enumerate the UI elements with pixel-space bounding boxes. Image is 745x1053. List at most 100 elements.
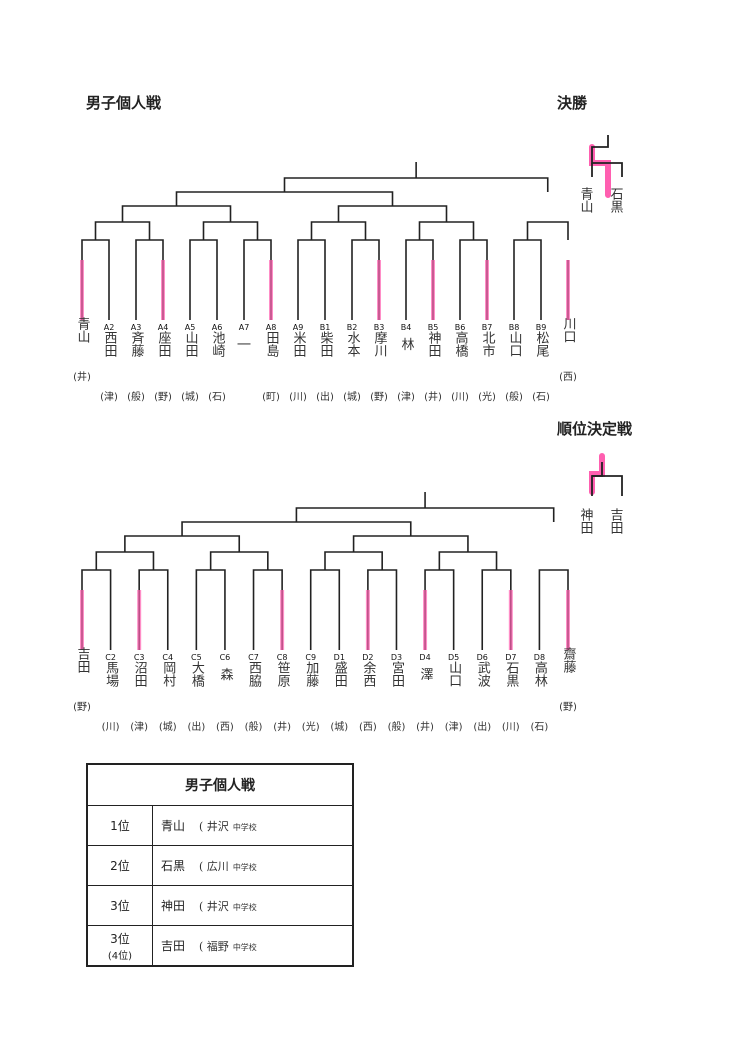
entry-code: B4 <box>401 323 412 332</box>
player-school: (川) <box>289 392 307 403</box>
player-name: 沼田 <box>132 661 148 687</box>
player-name: 林 <box>399 338 415 351</box>
player-name: 齋藤 <box>561 646 577 673</box>
player-school: (川) <box>451 392 469 403</box>
entry-code: A5 <box>185 323 196 332</box>
player-school: (石) <box>532 392 550 403</box>
result-suffix: 中学校 <box>232 943 257 952</box>
result-suffix: 中学校 <box>232 903 257 912</box>
player-name: 森 <box>217 668 233 681</box>
results-table: 男子個人戦 1位 青山( 井沢中学校 2位 石黒( 広川中学校 3位 神田( 井… <box>86 763 354 967</box>
final-left-name: 青山 <box>580 187 593 213</box>
entry-code: D2 <box>362 653 373 662</box>
entry-code: A8 <box>266 323 277 332</box>
bracket-connector <box>202 221 259 240</box>
bracket-connector <box>324 551 383 570</box>
player-school: (城) <box>330 721 348 733</box>
player-name: 摩川 <box>372 330 388 357</box>
entry-code: A7 <box>239 323 250 332</box>
results-title: 男子個人戦 <box>86 763 354 806</box>
placement-right-name: 吉田 <box>608 508 624 534</box>
player-school: (津) <box>130 721 148 733</box>
player-school: (光) <box>302 720 320 733</box>
entry-code: B7 <box>482 323 493 332</box>
player-school: (石) <box>208 392 226 403</box>
player-name: 山田 <box>183 331 198 357</box>
entry-code: A3 <box>131 323 142 332</box>
entry-code: C2 <box>105 653 116 662</box>
page-heading: 男子個人戦 <box>86 94 162 112</box>
player-name: 松尾 <box>534 331 550 358</box>
bracket-connector <box>367 569 398 590</box>
player-name: 北市 <box>480 331 496 357</box>
bracket-connector <box>81 239 110 260</box>
bracket-connector <box>513 239 542 260</box>
entry-code: D7 <box>505 653 516 662</box>
player-school: (町) <box>262 392 280 403</box>
player-name: | <box>237 342 252 346</box>
entry-code: D1 <box>334 653 345 662</box>
bracket-connector <box>526 221 569 240</box>
result-suffix: 中学校 <box>232 823 257 832</box>
final-bracket: 青山 石黒 <box>580 135 624 214</box>
player-school: (石) <box>531 722 549 733</box>
bracket-connector <box>181 521 412 536</box>
player-name: 座田 <box>156 331 172 357</box>
player-name: 武波 <box>475 661 491 687</box>
entry-code: C7 <box>248 653 259 662</box>
bracket-connector <box>405 239 434 260</box>
result-row-3: 3位 神田( 井沢中学校 <box>86 885 354 926</box>
result-rank: 3位 <box>86 885 153 926</box>
player-name: 澤 <box>418 668 434 681</box>
bracket-connector <box>189 239 218 260</box>
player-school: (川) <box>502 722 520 733</box>
result-name: 吉田 <box>161 939 186 953</box>
player-school: (井) <box>424 390 442 403</box>
player-name: 加藤 <box>303 661 319 687</box>
player-school: (城) <box>181 391 199 403</box>
player-name: 田島 <box>264 331 279 357</box>
entry-code: C5 <box>191 653 202 662</box>
placement-bracket: 神田 吉田 <box>580 453 624 534</box>
bracket-connector <box>538 569 569 590</box>
player-name: 斉藤 <box>129 330 145 357</box>
player-school: (西) <box>359 722 377 733</box>
player-school: (城) <box>343 391 361 403</box>
bracket-connector <box>297 239 326 260</box>
player-school: (野) <box>154 391 172 403</box>
player-name: 西田 <box>102 331 118 357</box>
bracket-connector <box>481 569 512 590</box>
entry-code: D6 <box>477 653 488 662</box>
bracket-connector <box>209 551 269 570</box>
player-name: 山口 <box>507 331 522 357</box>
player-school: (井) <box>73 370 91 383</box>
bracket-connector <box>124 535 241 552</box>
bracket-connector <box>438 551 498 570</box>
player-name: 高橋 <box>453 330 469 358</box>
player-name: 馬場 <box>103 661 119 687</box>
player-name: 岡村 <box>160 661 176 687</box>
player-school: (野) <box>559 701 577 713</box>
player-name: 神田 <box>426 331 442 357</box>
bracket-connector <box>175 191 394 206</box>
entry-code: A4 <box>158 323 169 332</box>
player-name: 吉田 <box>75 647 91 673</box>
result-name: 神田 <box>161 899 186 913</box>
entry-code: B9 <box>536 323 547 332</box>
player-school: (出) <box>316 390 334 403</box>
bracket-connector <box>459 239 488 260</box>
player-school: (出) <box>473 720 491 733</box>
bracket-connector <box>283 177 549 192</box>
player-school: (野) <box>73 701 91 713</box>
entry-code: B8 <box>509 323 520 332</box>
bracket-connector <box>81 569 112 590</box>
entry-code: B6 <box>455 323 466 332</box>
bracket-connector <box>121 205 232 222</box>
result-name: 青山 <box>161 819 186 833</box>
result-rank: 2位 <box>86 845 153 886</box>
player-school: (西) <box>216 722 234 733</box>
entry-code: B5 <box>428 323 439 332</box>
bracket-connector <box>309 569 341 590</box>
placement-heading: 順位決定戦 <box>557 420 633 438</box>
final-right-name: 石黒 <box>608 187 624 214</box>
